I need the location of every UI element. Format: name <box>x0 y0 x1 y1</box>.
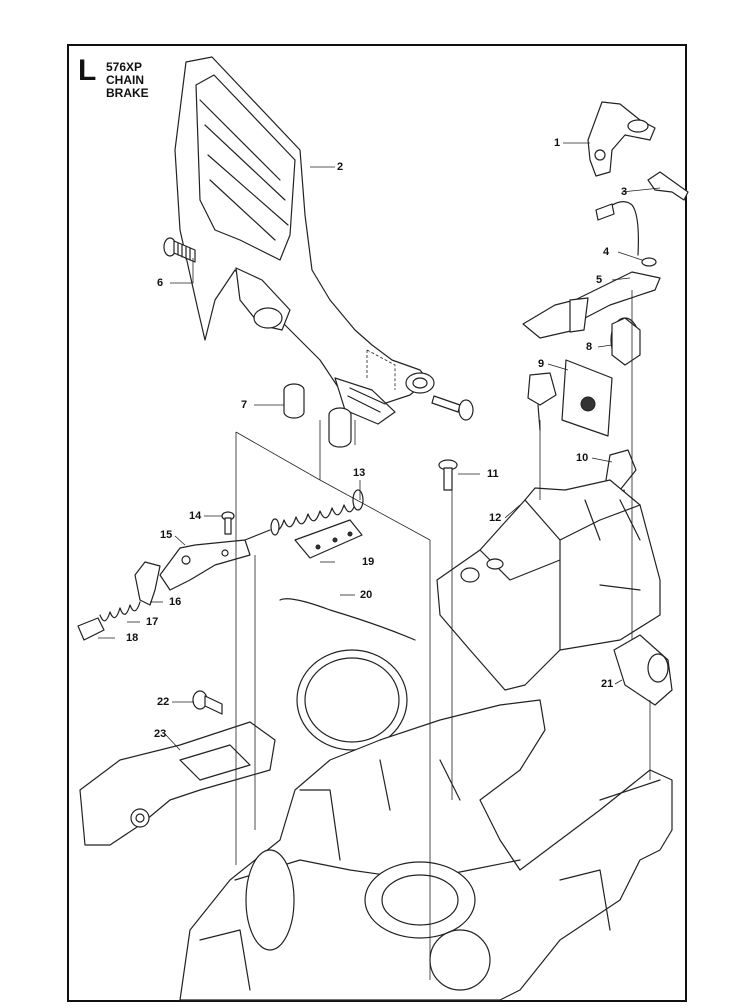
part-17-spring <box>99 601 141 622</box>
callout-19: 19 <box>362 556 375 568</box>
crankcase-assembly <box>179 699 673 1001</box>
part-13-spring <box>244 489 364 541</box>
callout-11: 11 <box>487 468 499 480</box>
part-14-screw <box>221 511 235 535</box>
part-15-lever <box>159 539 251 591</box>
part-12-housing <box>436 479 661 691</box>
callout-2: 2 <box>337 161 344 173</box>
part-18-block <box>77 617 105 641</box>
callout-10: 10 <box>576 452 589 464</box>
callout-8: 8 <box>586 341 593 353</box>
callout-4: 4 <box>603 246 610 258</box>
part-7-bushings <box>283 383 352 448</box>
part-19-bracket <box>294 519 363 559</box>
drawing-frame <box>67 44 687 1002</box>
part-20-brake-band <box>279 598 416 751</box>
part-3-clip <box>647 171 689 201</box>
part-8-bushing <box>610 317 641 366</box>
assembly-title-line-2: BRAKE <box>106 86 149 100</box>
part-22-bolt <box>192 690 223 715</box>
model-title: 576XP <box>106 60 143 74</box>
section-letter: L <box>78 54 97 87</box>
callout-1: 1 <box>554 137 561 149</box>
callout-13: 13 <box>353 467 366 479</box>
callout-6: 6 <box>157 277 164 289</box>
guard-bolt <box>431 395 474 421</box>
leader-lines <box>98 142 661 980</box>
sensor-part <box>527 372 557 431</box>
callout-7: 7 <box>241 399 248 411</box>
part-11-screw <box>438 459 458 491</box>
part-5-lever <box>522 271 661 339</box>
callout-3: 3 <box>621 186 628 198</box>
callout-18: 18 <box>126 632 139 644</box>
callout-23: 23 <box>154 728 167 740</box>
part-23-cover <box>79 721 276 846</box>
part-4-washer <box>641 257 657 267</box>
part-16-link <box>134 561 161 606</box>
part-1-lever <box>587 101 656 177</box>
callout-14: 14 <box>189 510 202 522</box>
callout-5: 5 <box>596 274 603 286</box>
callout-16: 16 <box>169 596 182 608</box>
part-9-plate <box>561 359 613 437</box>
part-2-hand-guard <box>174 56 435 425</box>
part-6-bolt <box>163 237 196 263</box>
part-21-fitting <box>613 634 673 706</box>
callout-17: 17 <box>146 616 159 628</box>
assembly-title-line-1: CHAIN <box>106 73 144 87</box>
callout-9: 9 <box>538 358 545 370</box>
callout-15: 15 <box>160 529 173 541</box>
callout-20: 20 <box>360 589 373 601</box>
callout-21: 21 <box>601 678 614 690</box>
callout-12: 12 <box>489 512 502 524</box>
callout-22: 22 <box>157 696 170 708</box>
